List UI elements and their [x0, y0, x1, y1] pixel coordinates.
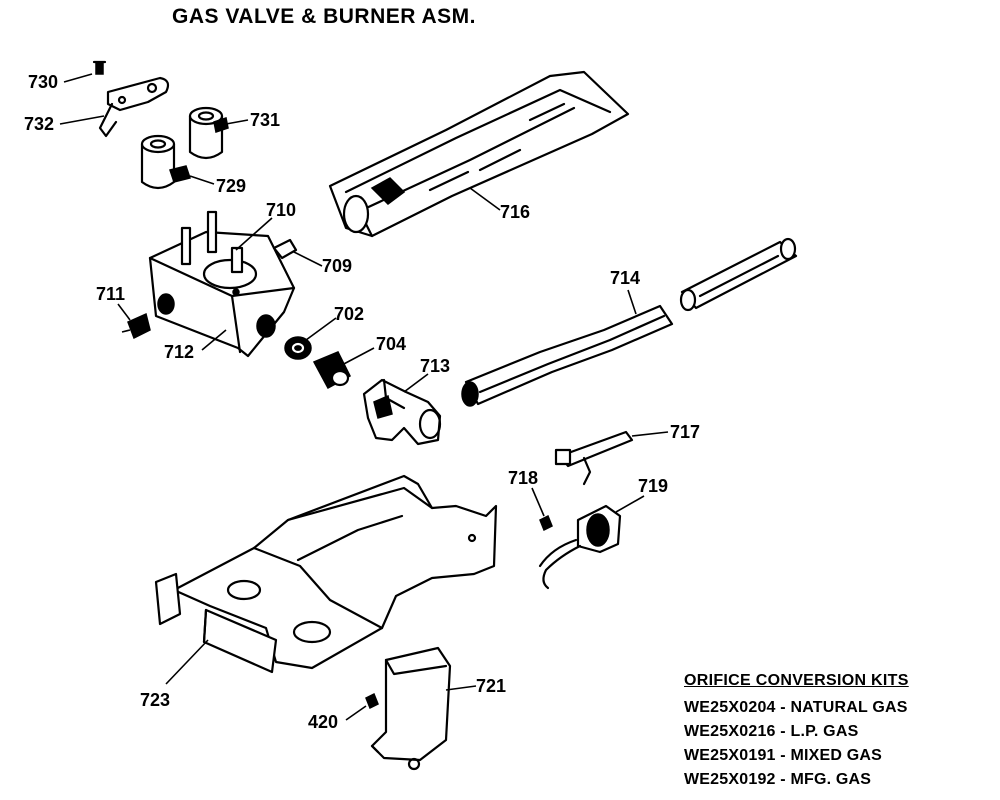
- kit-part-number: WE25X0204: [684, 699, 776, 716]
- callout-711: 711: [96, 284, 125, 304]
- callout-709: 709: [322, 256, 352, 276]
- callout-721: 721: [476, 676, 506, 696]
- part-714-tube-section: [679, 237, 798, 312]
- part-729-coil: [140, 134, 191, 190]
- kit-row: WE25X0204 - NATURAL GAS: [684, 699, 908, 716]
- part-723-mounting-bracket: [154, 474, 498, 674]
- kit-row: WE25X0192 - MFG. GAS: [684, 771, 872, 788]
- callout-710: 710: [266, 200, 296, 220]
- kit-part-number: WE25X0192: [684, 771, 776, 788]
- callout-716: 716: [500, 202, 530, 222]
- kit-part-number: WE25X0216: [684, 723, 776, 740]
- callout-731: 731: [250, 110, 280, 130]
- part-callouts: 730 732 731 729 710 709 711 712 702 704 …: [24, 72, 700, 732]
- part-717-thermocouple: [554, 430, 634, 486]
- kit-part-number: WE25X0191: [684, 747, 776, 764]
- callout-420: 420: [308, 712, 338, 732]
- part-702-nut: [284, 336, 312, 360]
- kit-description: L.P. GAS: [790, 723, 859, 740]
- part-731-coil: [188, 106, 229, 160]
- part-713-elbow: [362, 378, 442, 446]
- kit-description: MIXED GAS: [790, 747, 883, 764]
- orifice-conversion-kits: ORIFICE CONVERSION KITS WE25X0204 - NATU…: [684, 672, 994, 792]
- callout-729: 729: [216, 176, 246, 196]
- callout-717: 717: [670, 422, 700, 442]
- callout-719: 719: [638, 476, 668, 496]
- part-704-adapter: [312, 351, 351, 390]
- part-716-burner: [328, 70, 630, 238]
- kit-row: WE25X0216 - L.P. GAS: [684, 723, 859, 740]
- part-730-screw: [92, 60, 107, 75]
- part-719-igniter: [538, 504, 622, 590]
- part-711-fitting: [121, 312, 151, 340]
- kit-description: MFG. GAS: [790, 771, 872, 788]
- kit-row: WE25X0191 - MIXED GAS: [684, 747, 883, 764]
- kits-heading: ORIFICE CONVERSION KITS: [684, 672, 909, 689]
- part-709-orifice: [272, 238, 298, 260]
- callout-704: 704: [376, 334, 406, 354]
- callout-732: 732: [24, 114, 54, 134]
- callout-723: 723: [140, 690, 170, 710]
- callout-713: 713: [420, 356, 450, 376]
- part-714-burner-tube: [461, 304, 674, 407]
- callout-730: 730: [28, 72, 58, 92]
- callout-714: 714: [610, 268, 640, 288]
- part-420-screw: [365, 692, 379, 710]
- part-712-gas-valve-body: [148, 210, 296, 358]
- callout-702: 702: [334, 304, 364, 324]
- part-721-shield: [370, 646, 452, 771]
- part-718-screw: [539, 514, 553, 532]
- callout-712: 712: [164, 342, 194, 362]
- leader-lines: [59, 73, 669, 721]
- kit-description: NATURAL GAS: [790, 699, 908, 716]
- part-732-bracket: [98, 76, 170, 138]
- diagram-title: GAS VALVE & BURNER ASM.: [172, 5, 476, 28]
- callout-718: 718: [508, 468, 538, 488]
